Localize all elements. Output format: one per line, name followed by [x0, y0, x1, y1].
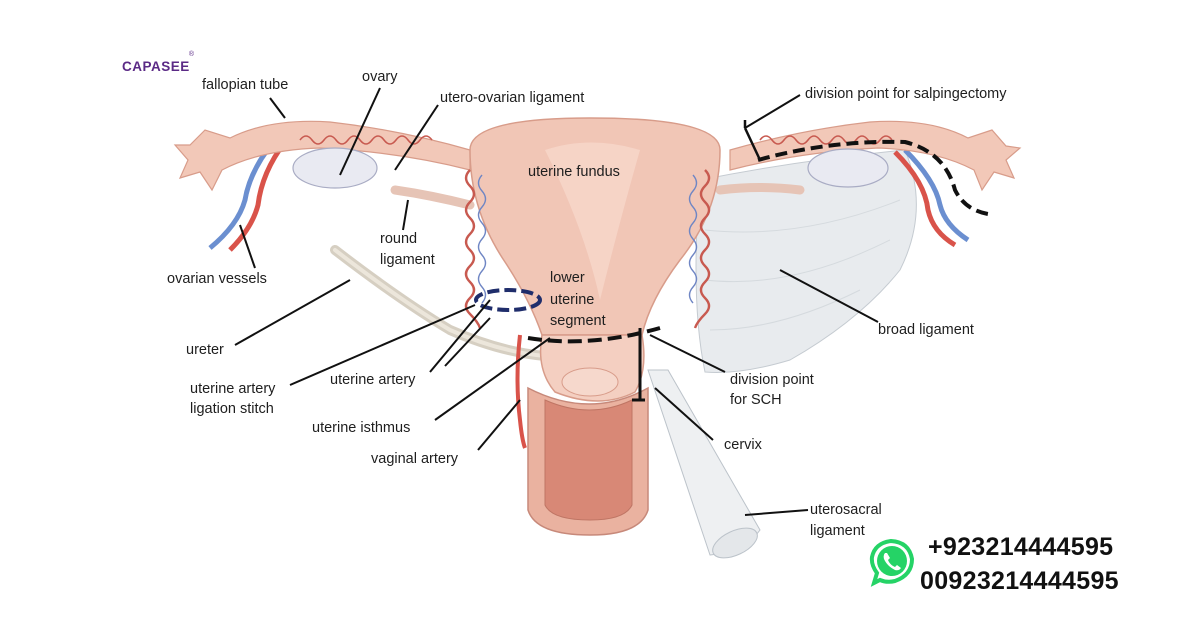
label-division-sch-1: division point [730, 372, 814, 388]
ovarian-artery-left [228, 140, 287, 252]
label-uterine-artery: uterine artery [330, 372, 416, 388]
uterine-artery-right-path [693, 169, 711, 329]
ligation-stitch [474, 288, 542, 312]
salpingectomy-bracket [743, 120, 762, 161]
label-vaginal-artery: vaginal artery [371, 451, 459, 467]
label-lower-segment-3: segment [550, 313, 606, 329]
label-uterine-fundus: uterine fundus [528, 164, 620, 180]
salpingectomy-division-line [757, 139, 989, 216]
uterine-vein-right-path [688, 174, 698, 304]
logo-text: CAPASEE [122, 59, 190, 74]
uterine-vein-left-path [477, 174, 487, 304]
leader-lines [234, 87, 879, 516]
contact-block: +923214444595 00923214444595 [864, 533, 1184, 603]
label-ligation-stitch-2: ligation stitch [190, 401, 274, 417]
label-uterosacral-1: uterosacral [810, 502, 882, 518]
label-utero-ovarian-ligament: utero-ovarian ligament [440, 90, 585, 106]
label-division-salpingectomy: division point for salpingectomy [805, 86, 1007, 102]
label-fallopian-tube: fallopian tube [202, 77, 289, 93]
phone-number-2[interactable]: 00923214444595 [920, 567, 1119, 595]
uterosacral-ligament-end [712, 527, 758, 559]
tube-vessels-left [299, 135, 433, 145]
sch-division-line [527, 326, 661, 344]
cervix-os [561, 367, 619, 397]
phone-number-1[interactable]: +923214444595 [928, 533, 1114, 561]
label-broad-ligament: broad ligament [878, 322, 974, 338]
label-ovary: ovary [362, 69, 398, 85]
round-ligament-right [715, 183, 805, 195]
round-ligament-left [390, 185, 475, 210]
label-ureter: ureter [186, 342, 224, 358]
ovary-right [807, 148, 889, 188]
label-uterosacral-2: ligament [810, 523, 865, 539]
label-division-sch-2: for SCH [730, 392, 782, 408]
whatsapp-icon[interactable] [866, 537, 916, 589]
label-lower-segment-2: uterine [550, 292, 595, 308]
ovarian-vein-left [208, 138, 277, 250]
ureter-highlight [333, 248, 547, 358]
uterine-artery-left-path [464, 169, 482, 329]
label-cervix: cervix [724, 437, 762, 453]
label-round-ligament-2: ligament [380, 252, 435, 268]
broad-ligament-folds [704, 199, 901, 331]
label-uterine-isthmus: uterine isthmus [312, 420, 411, 436]
label-ovarian-vessels: ovarian vessels [167, 271, 267, 287]
ovary-left [292, 147, 378, 189]
uterine-highlight [545, 142, 640, 300]
ovarian-artery-right [893, 150, 957, 248]
brand-logo: CAPASEE ® [114, 51, 196, 82]
ovarian-vein-right [903, 148, 970, 243]
sch-bracket [632, 328, 645, 402]
logo-registered-mark: ® [188, 51, 194, 58]
label-ligation-stitch-1: uterine artery [190, 381, 276, 397]
label-round-ligament-1: round [380, 231, 418, 247]
vagina-inner [544, 399, 633, 521]
label-lower-segment-1: lower [550, 270, 585, 286]
vaginal-artery-path [515, 334, 527, 449]
